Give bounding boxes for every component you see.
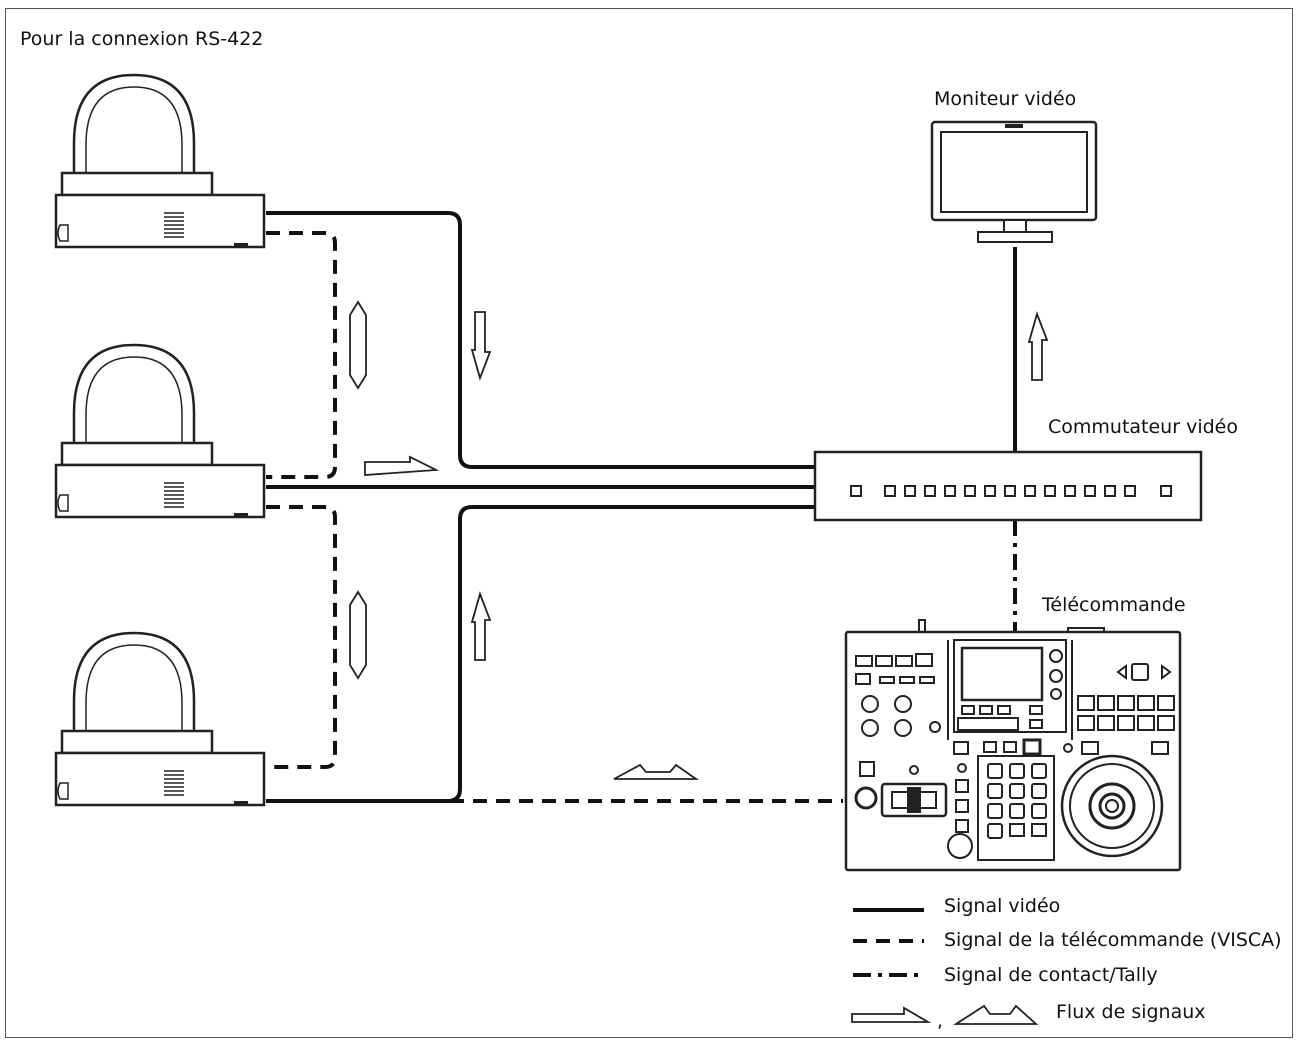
signal-flow-arrow-icon [364, 455, 440, 476]
remote-controller-icon [844, 619, 1182, 872]
legend-contact-label: Signal de contact/Tally [944, 964, 1158, 986]
signal-flow-arrow-icon [851, 1006, 932, 1023]
legend-video-label: Signal vidéo [944, 895, 1061, 917]
remote-signal-lines [266, 231, 843, 803]
legend-flow-arrows [851, 1004, 1039, 1025]
ptz-camera-icon [54, 631, 266, 807]
legend-remote-label: Signal de la télécommande (VISCA) [944, 929, 1282, 951]
ptz-camera-icon [54, 343, 266, 519]
legend-flow-label: Flux de signaux [1056, 1001, 1206, 1023]
signal-flow-arrow-icon [349, 300, 367, 390]
video-monitor-icon [930, 120, 1098, 243]
remote-label: Télécommande [1042, 594, 1186, 616]
switcher-label: Commutateur vidéo [1048, 416, 1238, 438]
signal-flow-arrow-icon [470, 591, 492, 661]
legend-separator: , [937, 1010, 944, 1032]
video-switcher-icon [813, 450, 1203, 522]
signal-flow-arrows [349, 300, 1049, 780]
monitor-label: Moniteur vidéo [934, 88, 1077, 110]
diagram-title: Pour la connexion RS-422 [20, 28, 264, 50]
ptz-camera-icon [54, 73, 266, 249]
legend [853, 908, 924, 977]
signal-flow-arrow-icon [470, 311, 492, 381]
signal-flow-arrow-icon [1027, 311, 1049, 381]
signal-flow-arrow-icon [349, 590, 367, 680]
signal-flow-arrow-icon [952, 1004, 1039, 1025]
signal-flow-arrow-icon [613, 763, 699, 780]
